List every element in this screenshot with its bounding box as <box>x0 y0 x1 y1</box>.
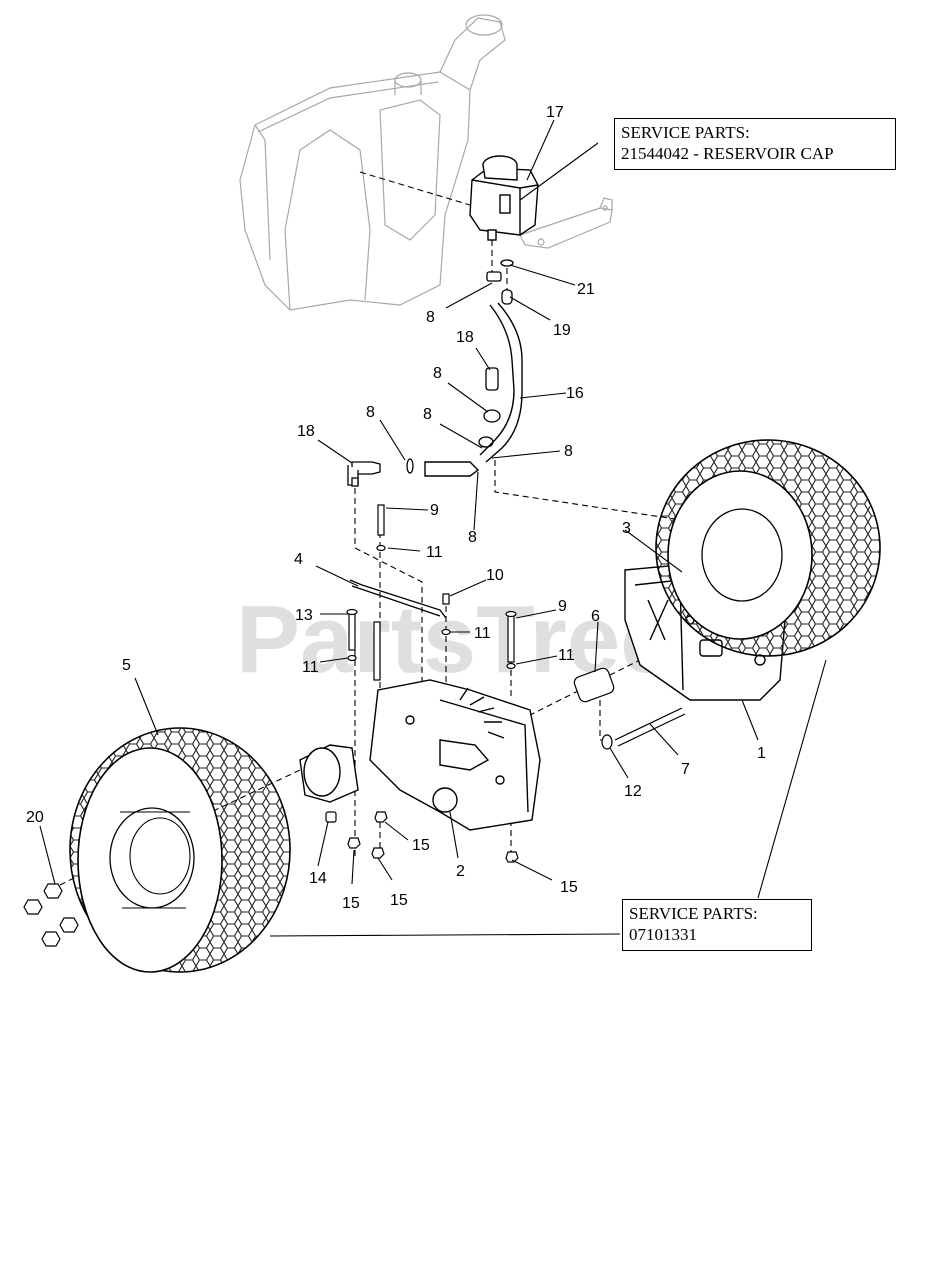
part-label: 2 <box>456 863 465 880</box>
part-label: 15 <box>342 895 360 912</box>
reservoir-bracket <box>519 197 613 249</box>
link-rod <box>349 579 447 619</box>
part-label: 15 <box>390 892 408 909</box>
part-label: 8 <box>433 365 442 382</box>
part-label: 8 <box>468 529 477 546</box>
part-label: 11 <box>302 659 319 676</box>
bolts-and-washers <box>325 504 686 863</box>
part-label: 5 <box>122 657 131 674</box>
part-label: 12 <box>624 783 642 800</box>
part-label: 20 <box>26 809 44 826</box>
part-label: 8 <box>423 406 432 423</box>
part-label: 11 <box>426 544 443 561</box>
part-label: 9 <box>430 502 439 519</box>
part-label: 8 <box>366 404 375 421</box>
part-label: 11 <box>558 647 575 664</box>
fuel-tank <box>239 14 506 311</box>
part-label: 13 <box>295 607 313 624</box>
part-label: 7 <box>681 761 690 778</box>
part-label: 10 <box>486 567 504 584</box>
part-label: 1 <box>757 745 766 762</box>
callout-part-number: 21544042 - RESERVOIR CAP <box>621 144 834 163</box>
part-label: 8 <box>426 309 435 326</box>
part-label: 18 <box>456 329 474 346</box>
part-label: 14 <box>309 870 327 887</box>
part-label: 15 <box>412 837 430 854</box>
service-parts-callout-tire: SERVICE PARTS: 07101331 <box>622 899 812 951</box>
hoses <box>424 302 523 477</box>
part-label: 11 <box>474 625 491 642</box>
part-label: 6 <box>591 608 600 625</box>
callout-heading: SERVICE PARTS: <box>621 123 750 142</box>
part-label: 9 <box>558 598 567 615</box>
part-label: 19 <box>553 322 571 339</box>
right-tire <box>655 439 881 657</box>
lug-nuts <box>23 883 79 947</box>
callout-heading: SERVICE PARTS: <box>629 904 758 923</box>
part-label: 21 <box>577 281 595 298</box>
callout-part-number: 07101331 <box>629 925 697 944</box>
part-label: 15 <box>560 879 578 896</box>
left-transaxle <box>299 679 541 831</box>
part-label: 3 <box>622 520 631 537</box>
leader-lines <box>39 119 827 937</box>
part-label: 17 <box>546 104 564 121</box>
left-tire <box>69 727 291 973</box>
part-label: 4 <box>294 551 303 568</box>
part-label: 16 <box>566 385 584 402</box>
service-parts-callout-reservoir-cap: SERVICE PARTS: 21544042 - RESERVOIR CAP <box>614 118 896 170</box>
part-label: 18 <box>297 423 315 440</box>
part-label: 8 <box>564 443 573 460</box>
part-labels: 17 21 8 19 18 8 16 8 8 8 18 8 9 11 3 4 1… <box>26 104 766 912</box>
hose-clamps-and-fittings <box>347 259 514 487</box>
reservoir <box>469 155 539 241</box>
